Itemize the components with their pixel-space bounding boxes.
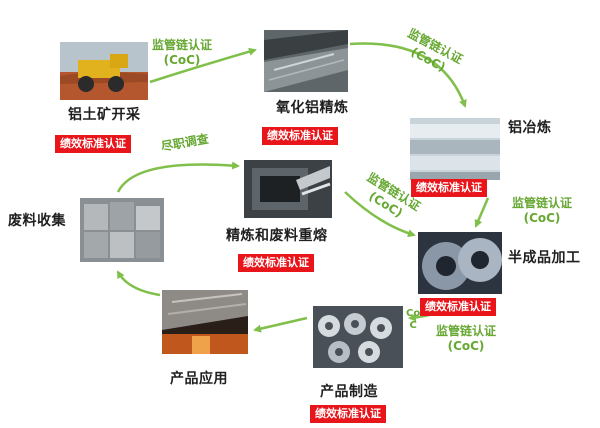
stage-label-remelting: 精炼和废料重熔 [226, 228, 328, 244]
stage-label-mining: 铝土矿开采 [68, 107, 141, 123]
stage-label-application: 产品应用 [170, 371, 228, 387]
stage-label-smelting: 铝冶炼 [508, 120, 552, 136]
manufactured-wheels-image [313, 306, 403, 368]
flow-label-coc-smelting-semi: 监管链认证 (CoC) [512, 196, 573, 225]
stage-label-alumina: 氧化铝精炼 [276, 100, 349, 116]
flow-label-coc-fragment: Co C [406, 308, 421, 331]
badge-manufacturing: 绩效标准认证 [310, 405, 386, 423]
aluminium-coil-image [418, 232, 502, 294]
stage-label-scrap: 废料收集 [8, 213, 66, 229]
badge-alumina: 绩效标准认证 [262, 127, 338, 145]
arrow-application-to-scrap [116, 270, 161, 297]
flow-label-coc-mining-alumina: 监管链认证 (CoC) [152, 38, 213, 67]
scrap-bales-image [80, 198, 164, 262]
remelting-furnace-image [244, 160, 332, 218]
badge-mining: 绩效标准认证 [55, 135, 131, 153]
flow-label-due-diligence: 尽职调查 [160, 131, 210, 154]
alumina-conveyor-image [264, 30, 348, 92]
arrow-smelting-to-semi [474, 197, 490, 228]
stage-label-manufacturing: 产品制造 [320, 384, 378, 400]
flow-label-coc-semi-manufacturing: 监管链认证 (CoC) [436, 324, 497, 353]
badge-smelting: 绩效标准认证 [411, 179, 487, 197]
mining-truck-image [60, 42, 148, 100]
stage-label-semi: 半成品加工 [508, 250, 581, 266]
arrow-manufacturing-to-application [253, 316, 308, 333]
aluminium-ingot-image [410, 118, 500, 180]
flow-label-coc-alumina-smelting: 监管链认证 (CoC) [405, 26, 465, 75]
badge-semi: 绩效标准认证 [420, 298, 496, 316]
building-facade-image [162, 290, 248, 354]
badge-remelting: 绩效标准认证 [238, 254, 314, 272]
arrow-scrap-to-remelting [116, 161, 240, 193]
